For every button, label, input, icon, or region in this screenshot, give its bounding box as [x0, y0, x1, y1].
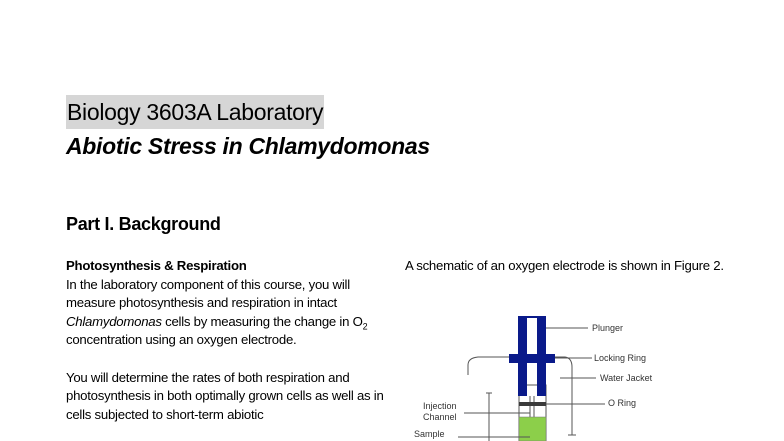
o2-subscript: 2 [362, 321, 368, 332]
section-heading: Part I. Background [66, 214, 221, 234]
organism-name: Chlamydomonas [66, 313, 162, 329]
label-locking-ring: Locking Ring [594, 353, 647, 363]
oxygen-electrode-schematic [458, 316, 605, 441]
paragraph-intro-text-1: In the laboratory component of this cour… [66, 276, 350, 311]
paragraph-intro-text-2: cells by measuring the change in O [161, 313, 363, 329]
course-title: Biology 3603A Laboratory [66, 95, 325, 129]
water-jacket-left-outline [467, 356, 510, 375]
right-column: A schematic of an oxygen electrode is sh… [405, 257, 725, 276]
paragraph-intro-text-3: concentration using an oxygen electrode. [66, 332, 297, 348]
paragraph-intro: In the laboratory component of this cour… [66, 276, 386, 350]
lab-title: Abiotic Stress in Chlamydomonas [66, 133, 430, 159]
locking-ring [509, 354, 555, 363]
label-sample: Sample [414, 429, 445, 439]
water-jacket-right-outline [555, 356, 573, 435]
label-injection-channel-2: Channel [423, 412, 457, 422]
paragraph-rates: You will determine the rates of both res… [66, 369, 384, 422]
figure-intro-text: A schematic of an oxygen electrode is sh… [405, 258, 724, 273]
oxygen-electrode-figure: Plunger Locking Ring Water Jacket O Ring… [400, 305, 690, 441]
left-column: Photosynthesis & Respiration In the labo… [66, 257, 386, 424]
label-plunger: Plunger [592, 323, 624, 333]
o-ring [519, 402, 546, 406]
label-injection-channel-1: Injection [423, 401, 457, 411]
subheading-photosynthesis-respiration: Photosynthesis & Respiration [66, 258, 247, 273]
label-water-jacket: Water Jacket [600, 373, 653, 383]
label-o-ring: O Ring [608, 398, 637, 408]
